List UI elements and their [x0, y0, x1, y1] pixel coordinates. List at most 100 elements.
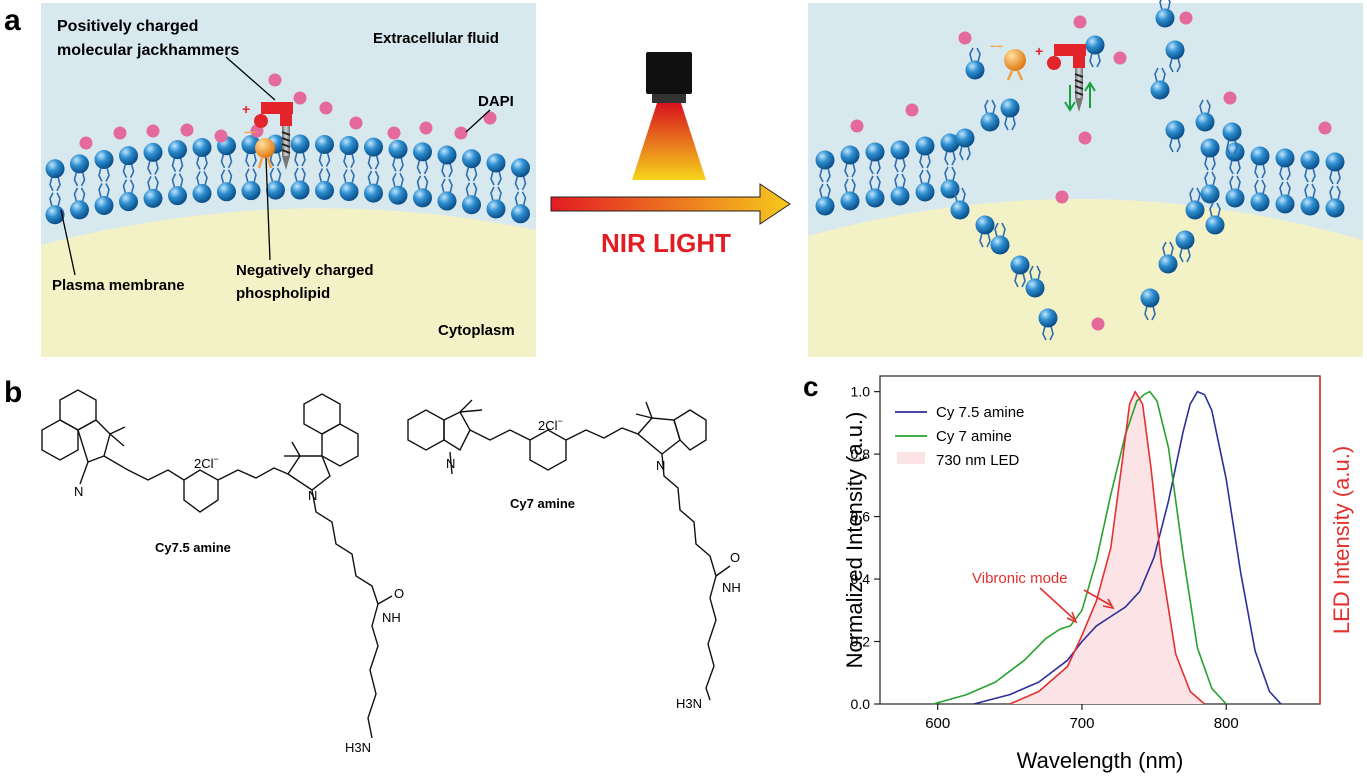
dapi-dot [319, 101, 333, 115]
cy75-amide-o: O [394, 586, 404, 601]
label-phospholipid-line2: phospholipid [236, 285, 330, 302]
dapi-dot [1318, 121, 1332, 135]
lipid-outer [486, 153, 506, 186]
lipid-loose [1158, 241, 1178, 274]
dapi-dot [958, 31, 972, 45]
svg-text:−−: −− [244, 127, 257, 139]
lipid-outer [70, 154, 89, 187]
lipid-outer [143, 142, 163, 175]
y-tick-label: 0.0 [851, 696, 871, 712]
cy75-name: Cy7.5 amine [155, 540, 231, 555]
lipid-outer [1275, 148, 1295, 181]
legend-label: Cy 7.5 amine [936, 404, 1024, 421]
lipid-inner [168, 173, 187, 206]
lipid-inner [437, 178, 457, 211]
leader-phospholipid [265, 157, 271, 261]
y-tick-label: 0.4 [851, 571, 871, 587]
dapi-dot [146, 124, 160, 138]
lipid-inner [890, 173, 910, 206]
lipid-outer [413, 142, 432, 175]
jackhammer-icon-after: + [1035, 43, 1096, 112]
lipid-inner [192, 171, 212, 203]
lipid-loose [1165, 120, 1185, 153]
lipid-loose [1185, 187, 1205, 220]
lipid-outer [1300, 150, 1320, 183]
label-cytoplasm: Cytoplasm [438, 322, 515, 339]
jackhammer-icon: + [242, 101, 293, 170]
dapi-dot [180, 123, 194, 137]
cy75-amine: H3N [345, 740, 371, 755]
lipid-inner [339, 169, 359, 202]
lipid-loose [1222, 122, 1242, 155]
lipid-inner [45, 192, 65, 225]
annotation-arrow-2 [1083, 589, 1115, 610]
lipid-inner [1200, 171, 1220, 204]
lipid-inner [1250, 179, 1270, 212]
lipid-inner [915, 169, 935, 202]
lipid-outer [865, 142, 885, 175]
svg-text:+: + [242, 101, 250, 117]
dapi-dot [214, 129, 228, 143]
lipid-inner [217, 169, 236, 202]
dapi-molecules [79, 73, 497, 150]
lipid-loose [1000, 98, 1020, 131]
dapi-dot [387, 126, 401, 140]
lipid-outer [45, 159, 65, 192]
lipid-outer [915, 136, 935, 169]
y-tick-label: 1.0 [851, 384, 871, 400]
lipid-outer [364, 137, 383, 170]
scene-after-light: + −− [808, 0, 1363, 357]
dapi-dot [419, 121, 433, 135]
panel-label-c: c [803, 371, 819, 402]
lipid-loose [1010, 255, 1030, 288]
series-line-2 [933, 390, 1227, 705]
lipid-inner [815, 183, 835, 216]
dapi-molecules-after [850, 11, 1332, 331]
label-dapi: DAPI [478, 93, 514, 110]
lipid-inner [70, 187, 89, 220]
label-nir-light: NIR LIGHT [601, 228, 731, 258]
dapi-dot [268, 73, 282, 87]
negative-phospholipid-icon-after: −− [990, 41, 1026, 81]
lipid-outer [290, 134, 310, 167]
lipid-loose [1165, 40, 1185, 73]
dapi-dot [1055, 190, 1069, 204]
x-tick-label: 700 [1069, 715, 1094, 732]
lipid-inner [413, 175, 432, 208]
lipid-loose [980, 99, 1000, 132]
lipid-loose [1140, 288, 1160, 321]
lipid-inner [1300, 183, 1320, 216]
lipid-outer [1250, 146, 1270, 179]
lipid-loose [1085, 35, 1105, 68]
scene-before-light: + −− Positively charged molecular jackha… [41, 3, 536, 357]
lipid-inner [290, 167, 310, 200]
svg-text:−−: −− [990, 41, 1003, 53]
cy7-n-plus: N [656, 458, 665, 473]
dapi-dot [79, 136, 93, 150]
cy7-amide-o: O [730, 550, 740, 565]
lipid-inner [865, 175, 885, 208]
leader-dapi [465, 109, 491, 133]
label-jackhammer-line1: Positively charged [57, 18, 198, 35]
legend-label: Cy 7 amine [936, 428, 1012, 445]
lipid-inner [840, 178, 860, 211]
lipid-outer [815, 150, 835, 183]
lipid-loose [965, 47, 985, 80]
lipid-loose [1025, 265, 1045, 298]
lipid-outer [388, 139, 408, 172]
panel-label-a: a [4, 4, 21, 37]
lipid-outer [840, 145, 860, 178]
dapi-dot [850, 119, 864, 133]
lipid-outer [940, 133, 960, 166]
lipid-loose [1155, 0, 1175, 28]
lipid-inner [315, 168, 334, 201]
label-phospholipid-line1: Negatively charged [236, 262, 374, 279]
series-line-1 [973, 390, 1282, 705]
dapi-dot [905, 103, 919, 117]
nir-lamp-icon [632, 52, 706, 180]
lipid-inner [462, 182, 481, 215]
